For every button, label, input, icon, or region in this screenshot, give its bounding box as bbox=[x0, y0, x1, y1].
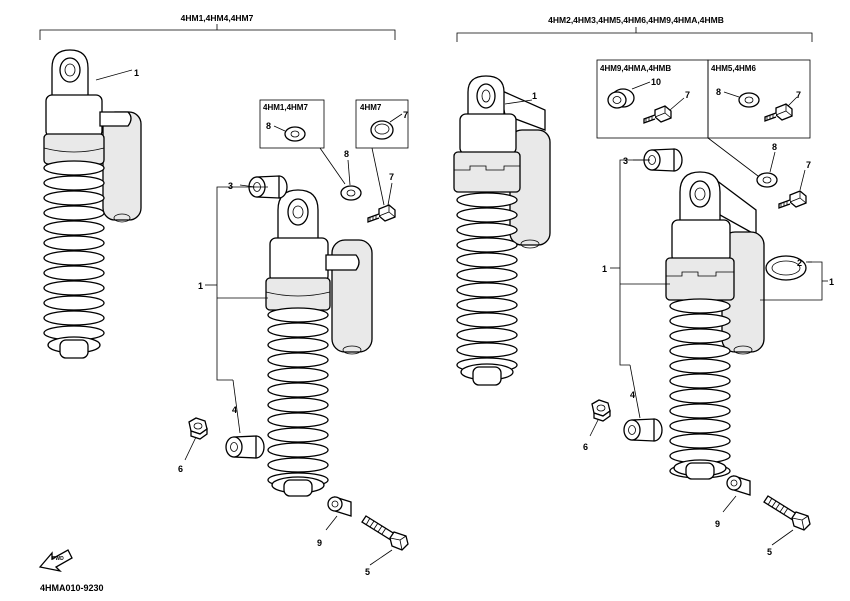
box-washer-part-b bbox=[738, 92, 760, 108]
box-4hm5-label: 4HM5,4HM6 bbox=[711, 64, 756, 73]
callout-5-right: 5 bbox=[767, 547, 772, 557]
callout-1-shock-d: 1 bbox=[602, 264, 607, 274]
part-6-nut-left bbox=[188, 417, 208, 440]
right-group-header: 4HM2,4HM3,4HM5,4HM6,4HM9,4HMA,4HMB bbox=[548, 15, 724, 25]
left-group-bracket bbox=[39, 24, 396, 40]
callout-2: 2 bbox=[797, 258, 802, 268]
callout-1-shock-b: 1 bbox=[198, 281, 203, 291]
left-group-header: 4HM1,4HM4,4HM7 bbox=[181, 13, 254, 23]
right-group-bracket bbox=[456, 27, 813, 42]
callout-7-right: 7 bbox=[806, 160, 811, 170]
part-9-collar-left bbox=[327, 496, 352, 517]
rear-shock-absorber-right-exploded bbox=[665, 171, 765, 480]
rear-shock-absorber-left-assembled bbox=[43, 49, 142, 359]
callout-9-right: 9 bbox=[715, 519, 720, 529]
callout-8-box-a: 8 bbox=[266, 121, 271, 131]
callout-8-right: 8 bbox=[772, 142, 777, 152]
box-cap-part bbox=[370, 120, 394, 140]
box-4hm1-4hm7-label: 4HM1,4HM7 bbox=[263, 103, 308, 112]
callout-1-shock-a: 1 bbox=[134, 68, 139, 78]
part-7-bolt-left bbox=[367, 204, 396, 223]
part-4-bushing-right bbox=[623, 418, 663, 442]
callout-10-box: 10 bbox=[651, 77, 661, 87]
box-bolt-part bbox=[643, 105, 672, 124]
box-4hm7 bbox=[355, 99, 409, 149]
part-5-bolt-left bbox=[361, 515, 409, 551]
part-4-bushing-left bbox=[225, 435, 265, 459]
rear-shock-absorber-right-assembled bbox=[453, 75, 551, 386]
callout-7-box-b: 7 bbox=[685, 90, 690, 100]
box-bolt-part-b bbox=[764, 103, 793, 122]
callout-9-left: 9 bbox=[317, 538, 322, 548]
rear-shock-absorber-left-exploded bbox=[265, 189, 373, 497]
callout-7-box-c: 7 bbox=[796, 90, 801, 100]
callout-4-right: 4 bbox=[630, 390, 635, 400]
callout-3-right: 3 bbox=[623, 156, 628, 166]
callout-8-box-b: 8 bbox=[716, 87, 721, 97]
callout-8-left: 8 bbox=[344, 149, 349, 159]
box-washer-part bbox=[284, 126, 306, 142]
front-direction-arrow-icon: FWD bbox=[38, 549, 73, 573]
callout-3-left: 3 bbox=[228, 181, 233, 191]
part-7-bolt-right bbox=[778, 190, 807, 209]
box-4hm1-4hm7 bbox=[259, 99, 325, 149]
box-4hm5-4hm6 bbox=[707, 59, 811, 139]
box-grommet-part bbox=[607, 88, 635, 109]
callout-6-left: 6 bbox=[178, 464, 183, 474]
part-8-washer-right bbox=[756, 172, 778, 188]
drawing-code: 4HMA010-9230 bbox=[40, 583, 104, 593]
box-4hm9-label: 4HM9,4HMA,4HMB bbox=[600, 64, 671, 73]
part-6-nut-right bbox=[591, 399, 611, 422]
part-8-washer-left bbox=[340, 185, 362, 201]
part-9-collar-right bbox=[726, 475, 751, 496]
front-arrow-text: FWD bbox=[52, 556, 64, 562]
callout-1-shock-c: 1 bbox=[532, 91, 537, 101]
callout-7-box-a: 7 bbox=[403, 110, 408, 120]
part-2-ring bbox=[765, 255, 807, 281]
callout-4-left: 4 bbox=[232, 405, 237, 415]
part-5-bolt-right bbox=[763, 495, 811, 531]
callout-6-right: 6 bbox=[583, 442, 588, 452]
box-4hm7-label: 4HM7 bbox=[360, 103, 382, 112]
callout-5-left: 5 bbox=[365, 567, 370, 577]
callout-7-left: 7 bbox=[389, 172, 394, 182]
callout-1-right-group: 1 bbox=[829, 277, 834, 287]
